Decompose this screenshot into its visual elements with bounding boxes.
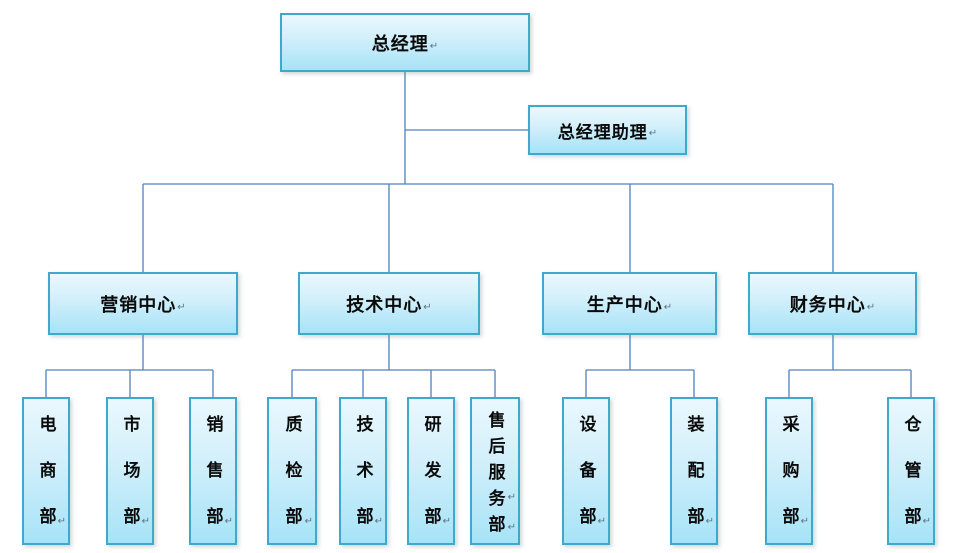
assistant-label: 总经理助理 xyxy=(557,122,648,142)
dept-label: 采购部 xyxy=(779,415,799,553)
center-label: 生产中心 xyxy=(586,294,663,315)
center-label: 营销中心 xyxy=(100,294,177,315)
dept-label: 设备部 xyxy=(576,415,596,553)
paragraph-mark-icon: ↵ xyxy=(177,301,186,313)
paragraph-mark-icon: ↵ xyxy=(224,516,233,527)
paragraph-mark-icon: ↵ xyxy=(648,128,658,139)
paragraph-mark-icon: ↵ xyxy=(663,301,673,313)
dept-label: 仓管部 xyxy=(901,415,921,553)
center-label: 技术中心 xyxy=(346,294,423,315)
paragraph-mark-icon: ↵ xyxy=(800,516,809,527)
dept-node-market: 市场部 ↵ xyxy=(106,397,154,553)
dept-label: 技术部 xyxy=(353,415,373,553)
dept-node-sales: 销售部 ↵ xyxy=(189,397,237,553)
paragraph-mark-icon: ↵ xyxy=(304,516,313,527)
center-node-finance: 财务中心↵ xyxy=(748,272,917,335)
paragraph-mark-icon: ↵ xyxy=(507,492,516,503)
dept-node-ecommerce: 电商部 ↵ xyxy=(22,397,70,553)
center-node-marketing: 营销中心↵ xyxy=(48,272,238,335)
paragraph-mark-icon: ↵ xyxy=(429,40,439,52)
dept-node-equipment: 设备部 ↵ xyxy=(562,397,610,553)
dept-label: 电商部 xyxy=(36,415,56,553)
paragraph-mark-icon: ↵ xyxy=(141,516,150,527)
paragraph-mark-icon: ↵ xyxy=(374,516,383,527)
org-root-label: 总经理 xyxy=(371,33,429,54)
connector-path xyxy=(45,72,912,397)
center-label: 财务中心 xyxy=(789,294,866,315)
dept-label: 装配部 xyxy=(684,415,704,553)
dept-label: 售后服务部 xyxy=(485,411,505,541)
dept-node-quality: 质检部 ↵ xyxy=(267,397,317,553)
dept-label: 市场部 xyxy=(120,415,140,553)
paragraph-mark-icon: ↵ xyxy=(597,516,606,527)
dept-node-technology: 技术部 ↵ xyxy=(339,397,387,553)
paragraph-mark-icon: ↵ xyxy=(866,301,876,313)
paragraph-mark-icon: ↵ xyxy=(442,516,451,527)
dept-label: 质检部 xyxy=(282,415,302,553)
paragraph-mark-icon: ↵ xyxy=(922,516,931,527)
paragraph-mark-icon: ↵ xyxy=(57,516,66,527)
paragraph-mark-icon: ↵ xyxy=(705,516,714,527)
dept-node-after-sales-service: 售后服务部 ↵ ↵ xyxy=(470,397,520,545)
dept-label: 销售部 xyxy=(203,415,223,553)
dept-node-assembly: 装配部 ↵ xyxy=(670,397,718,553)
center-node-production: 生产中心↵ xyxy=(542,272,717,335)
dept-label: 研发部 xyxy=(421,415,441,553)
dept-node-warehouse: 仓管部 ↵ xyxy=(887,397,935,553)
dept-node-rnd: 研发部 ↵ xyxy=(407,397,455,553)
assistant-node: 总经理助理↵ xyxy=(528,105,687,155)
center-node-technology: 技术中心↵ xyxy=(298,272,480,335)
paragraph-mark-icon: ↵ xyxy=(507,522,516,533)
dept-node-purchasing: 采购部 ↵ xyxy=(765,397,813,553)
org-root-node: 总经理↵ xyxy=(280,13,530,72)
paragraph-mark-icon: ↵ xyxy=(423,301,432,313)
